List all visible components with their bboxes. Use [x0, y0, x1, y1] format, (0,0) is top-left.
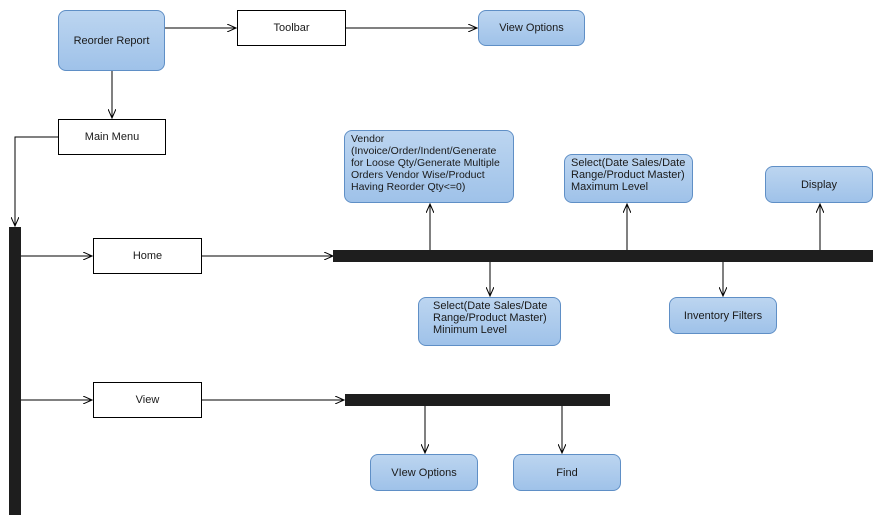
select-min-label: Select(Date Sales/Date Range/Product Mas…	[433, 300, 548, 336]
select-min-node: Select(Date Sales/Date Range/Product Mas…	[418, 297, 561, 346]
vendor-node: Vendor (Invoice/Order/Indent/Generate fo…	[344, 130, 514, 203]
view-options-bottom-node: VIew Options	[370, 454, 478, 491]
find-node: Find	[513, 454, 621, 491]
home-node: Home	[93, 238, 202, 274]
inventory-filters-node: Inventory Filters	[669, 297, 777, 334]
select-max-label: Select(Date Sales/Date Range/Product Mas…	[571, 157, 686, 193]
reorder-report-node: Reorder Report	[58, 10, 165, 71]
view-node: View	[93, 382, 202, 418]
main-menu-label: Main Menu	[84, 131, 140, 143]
view-options-bottom-label: VIew Options	[391, 466, 457, 479]
view-label: View	[135, 394, 160, 406]
home-bar	[333, 250, 873, 262]
toolbar-label: Toolbar	[273, 22, 310, 34]
view-bar	[345, 394, 610, 406]
home-label: Home	[132, 250, 163, 262]
find-label: Find	[556, 466, 578, 479]
main-menu-node: Main Menu	[58, 119, 166, 155]
reorder-report-label: Reorder Report	[73, 34, 150, 47]
display-label: Display	[800, 178, 838, 191]
main-menu-bar	[9, 227, 21, 515]
vendor-label: Vendor (Invoice/Order/Indent/Generate fo…	[351, 133, 500, 193]
display-node: Display	[765, 166, 873, 203]
toolbar-node: Toolbar	[237, 10, 346, 46]
view-options-top-node: View Options	[478, 10, 585, 46]
connector-mainmenu-bar	[15, 136, 58, 226]
select-max-node: Select(Date Sales/Date Range/Product Mas…	[564, 154, 693, 203]
view-options-top-label: View Options	[499, 22, 564, 34]
inventory-filters-label: Inventory Filters	[683, 309, 763, 322]
